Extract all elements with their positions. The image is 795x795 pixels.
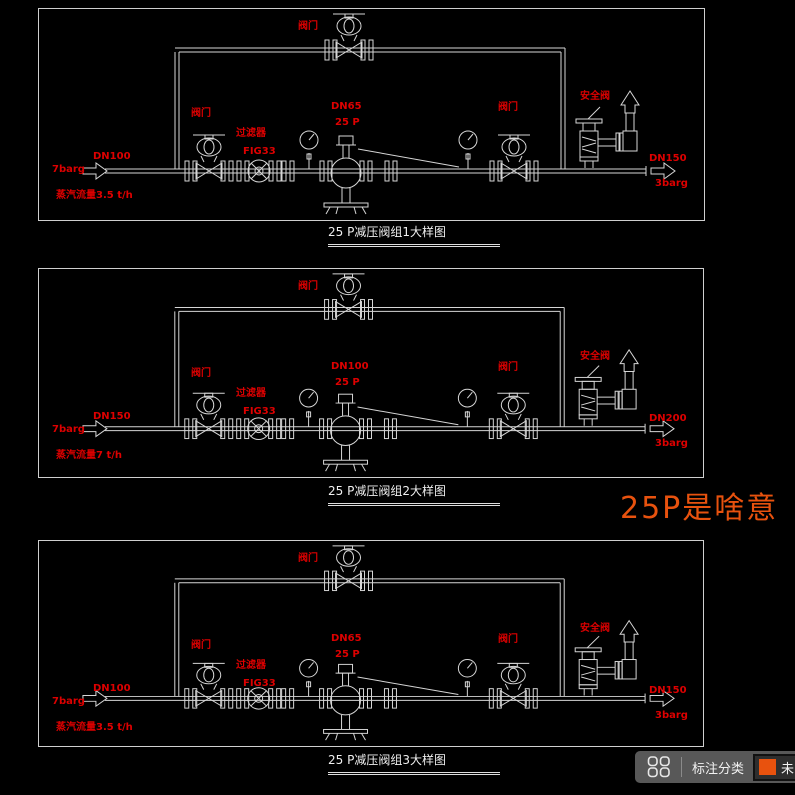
category-status-button[interactable]: 未 [753, 753, 795, 781]
piping-diagram [82, 545, 675, 741]
inlet-pressure-label: 7barg [52, 696, 85, 707]
inlet-valve-label: 阀门 [191, 368, 211, 379]
main-pipe [105, 166, 647, 176]
safety-valve-symbol [574, 348, 640, 426]
sensing-line [357, 676, 459, 695]
category-color-swatch [759, 759, 777, 775]
strainer-model-label: FIG33 [243, 146, 276, 157]
main-pipe [104, 693, 646, 704]
pressure-gauge [457, 388, 477, 427]
outlet-valve-label: 阀门 [498, 102, 518, 113]
outlet-valve-label: 阀门 [498, 634, 518, 645]
discharge-arrow [619, 348, 640, 373]
bypass-pipe [174, 578, 565, 697]
outlet-pressure-label: 3barg [655, 438, 688, 449]
globe-valve [489, 134, 539, 182]
prv-dn-label: DN65 [331, 633, 362, 644]
bypass-valve-label: 阀门 [298, 553, 318, 564]
globe-valve [324, 273, 373, 320]
sensing-line [357, 148, 460, 168]
panel-2-caption: 25 P减压阀组2大样图 [328, 484, 500, 507]
outlet-valve-label: 阀门 [498, 362, 518, 373]
inlet-valve-label: 阀门 [191, 640, 211, 651]
strainer-symbol [236, 159, 282, 183]
grid-four-squares-icon[interactable] [647, 756, 671, 778]
pressure-reducing-valve [319, 393, 372, 472]
strainer-symbol [236, 417, 282, 441]
panel-1-caption: 25 P减压阀组1大样图 [328, 225, 500, 248]
prv-model-label: 25 P [335, 117, 360, 128]
pressure-gauge [458, 130, 478, 169]
inlet-valve-label: 阀门 [191, 108, 211, 119]
piping-diagram [82, 273, 675, 472]
annotation-toolbar: 标注分类 未 [635, 751, 795, 783]
inlet-flow-arrow [82, 689, 108, 708]
flow-label: 蒸汽流量7 t/h [56, 450, 122, 461]
strainer-symbol [236, 687, 282, 710]
bypass-pipe [174, 47, 566, 169]
outlet-flow-arrow [649, 419, 675, 438]
inlet-flow-arrow [82, 419, 108, 438]
safety-valve-label: 安全阀 [580, 351, 610, 362]
pressure-gauge [299, 130, 319, 169]
prv-model-label: 25 P [335, 377, 360, 388]
bypass-valve-label: 阀门 [298, 21, 318, 32]
globe-valve [324, 13, 374, 61]
globe-valve [184, 662, 234, 709]
strainer-label: 过滤器 [236, 660, 266, 671]
strainer-label: 过滤器 [236, 128, 266, 139]
bypass-pipe [174, 306, 565, 427]
inlet-dn-label: DN100 [93, 683, 131, 694]
discharge-arrow [619, 619, 640, 643]
panel-3-caption: 25 P减压阀组3大样图 [328, 753, 500, 776]
prv-dn-label: DN100 [331, 361, 369, 372]
inlet-dn-label: DN100 [93, 151, 131, 162]
safety-valve-label: 安全阀 [580, 623, 610, 634]
pressure-reducing-valve [319, 135, 373, 215]
inlet-pressure-label: 7barg [52, 424, 85, 435]
discharge-arrow [620, 90, 640, 114]
overlay-question-text: 25P是啥意 [620, 491, 779, 526]
inlet-flow-arrow [82, 162, 108, 180]
globe-valve [488, 392, 538, 440]
outlet-dn-label: DN150 [649, 685, 687, 696]
outlet-pressure-label: 3barg [655, 710, 688, 721]
pressure-reducing-valve [319, 663, 372, 741]
globe-valve [184, 392, 234, 440]
globe-valve [184, 134, 234, 182]
toolbar-divider [681, 757, 682, 777]
outlet-pressure-label: 3barg [655, 178, 688, 189]
pressure-gauge [457, 659, 477, 697]
flow-label: 蒸汽流量3.5 t/h [56, 190, 133, 201]
category-label: 标注分类 [692, 761, 745, 777]
prv-dn-label: DN65 [331, 101, 362, 112]
outlet-flow-arrow [649, 689, 675, 708]
flow-label: 蒸汽流量3.5 t/h [56, 722, 133, 733]
inlet-dn-label: DN150 [93, 411, 131, 422]
bypass-valve-label: 阀门 [298, 281, 318, 292]
category-status-label: 未 [781, 761, 795, 777]
outlet-dn-label: DN200 [649, 413, 687, 424]
safety-valve-symbol [574, 619, 640, 696]
piping-diagram [82, 13, 676, 215]
strainer-model-label: FIG33 [243, 678, 276, 689]
prv-model-label: 25 P [335, 649, 360, 660]
pressure-gauge [299, 388, 319, 427]
strainer-label: 过滤器 [236, 388, 266, 399]
globe-valve [324, 545, 373, 592]
globe-valve [488, 662, 538, 709]
outlet-dn-label: DN150 [649, 153, 687, 164]
main-pipe [104, 423, 646, 434]
inlet-pressure-label: 7barg [52, 164, 85, 175]
pressure-gauge [299, 659, 319, 697]
safety-valve-symbol [575, 90, 640, 168]
sensing-line [357, 406, 459, 426]
safety-valve-label: 安全阀 [580, 91, 610, 102]
strainer-model-label: FIG33 [243, 406, 276, 417]
outlet-flow-arrow [650, 162, 676, 180]
